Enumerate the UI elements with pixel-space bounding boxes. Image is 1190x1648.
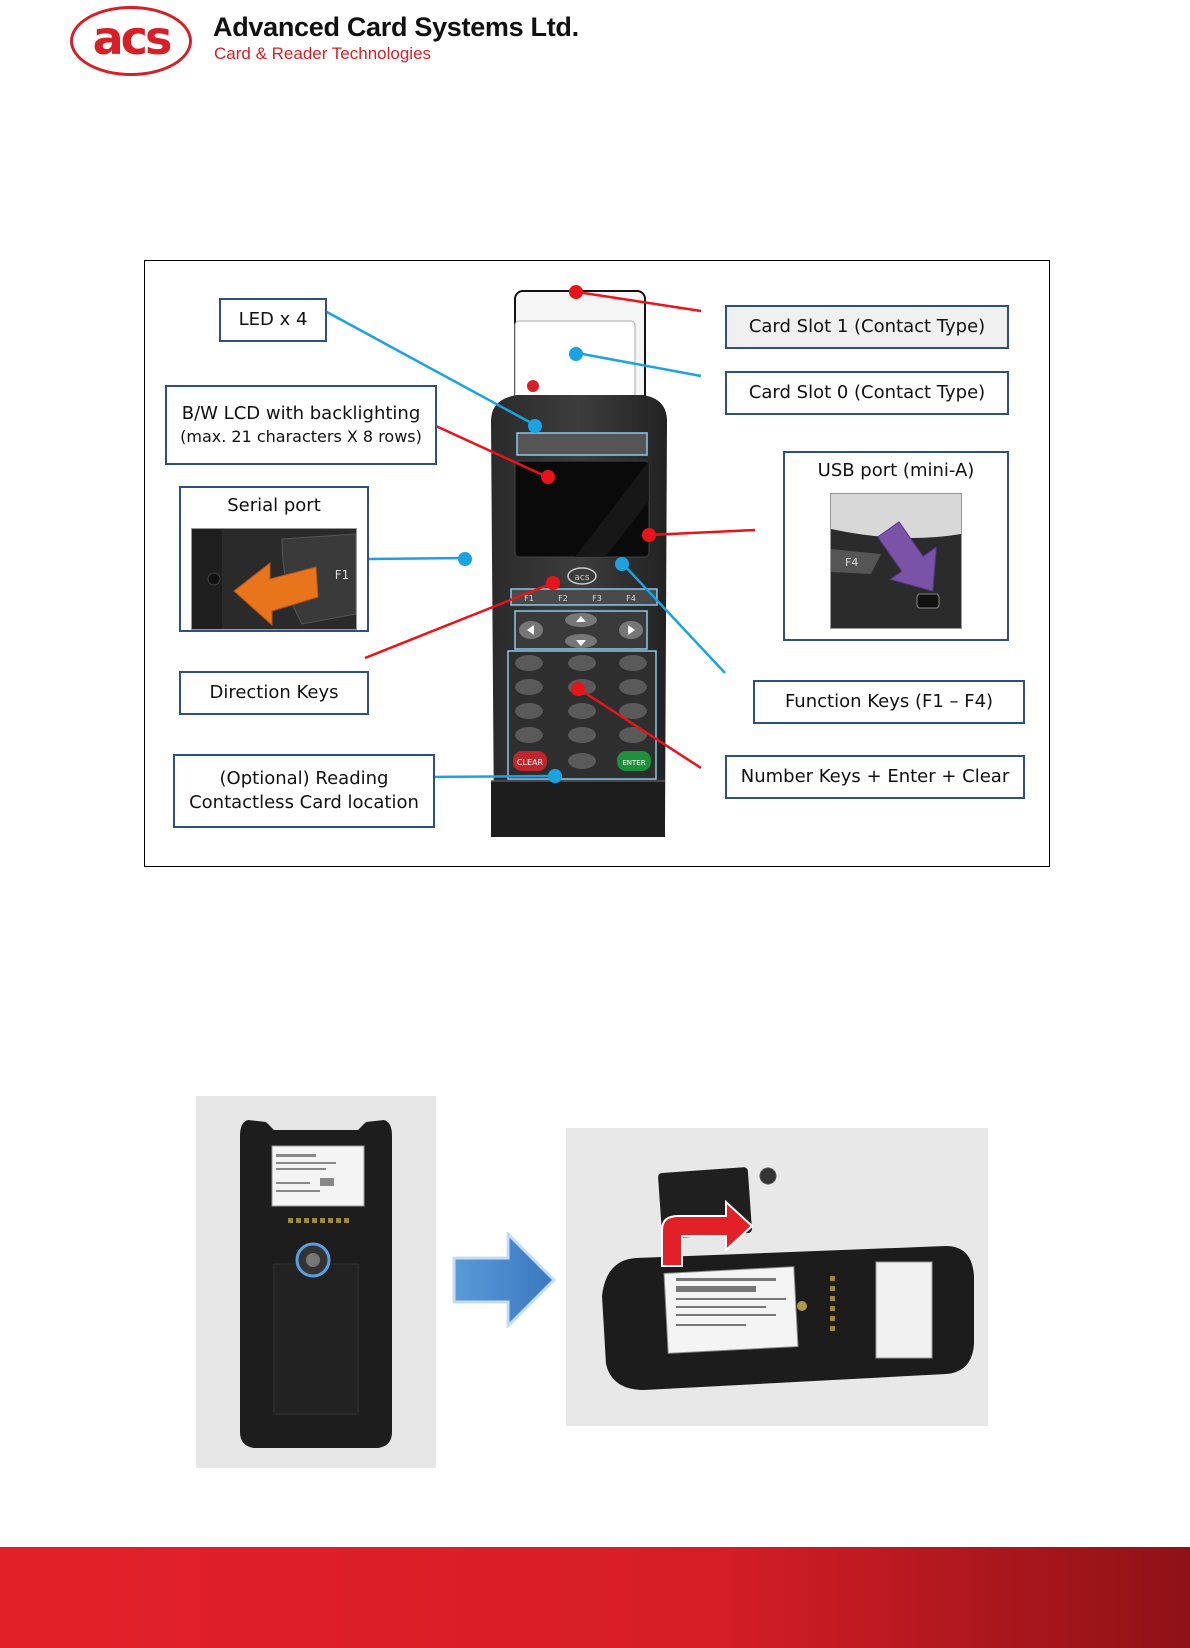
battery-removal-photo bbox=[566, 1128, 988, 1426]
callout-card-slot-0-label: Card Slot 0 (Contact Type) bbox=[748, 381, 986, 403]
callout-usb-port-label: USB port (mini-A) bbox=[817, 460, 975, 481]
device-illustration: acs F1 F2 F3 F4 CLEAR ENTER bbox=[324, 285, 756, 837]
leader-card-slot-0 bbox=[576, 351, 702, 378]
purple-arrow-icon bbox=[877, 521, 937, 593]
callout-contactless-line2: Contactless Card location bbox=[189, 792, 419, 813]
function-key-row bbox=[510, 588, 658, 606]
svg-text:F1: F1 bbox=[335, 568, 350, 582]
leader-function-keys bbox=[622, 563, 726, 674]
svg-text:F2: F2 bbox=[558, 594, 568, 603]
company-tagline: Card & Reader Technologies bbox=[214, 44, 432, 63]
red-arrow-icon bbox=[661, 1199, 754, 1267]
callout-lcd-line1: B/W LCD with backlighting bbox=[181, 403, 421, 425]
callout-function-keys: Function Keys (F1 – F4) bbox=[753, 680, 1025, 724]
callout-lcd: B/W LCD with backlighting (max. 21 chara… bbox=[165, 385, 437, 465]
callout-number-keys-label: Number Keys + Enter + Clear bbox=[740, 765, 1010, 787]
card-logo-icon bbox=[527, 380, 539, 392]
svg-text:F3: F3 bbox=[592, 594, 602, 603]
leader-card-slot-1 bbox=[576, 290, 702, 313]
leader-direction bbox=[364, 581, 554, 660]
leader-usb bbox=[648, 528, 756, 537]
svg-text:F4: F4 bbox=[626, 594, 636, 603]
right-arrow-icon bbox=[452, 1232, 556, 1328]
callout-card-slot-0: Card Slot 0 (Contact Type) bbox=[725, 371, 1009, 415]
leader-contactless bbox=[424, 774, 556, 779]
serial-port-photo: F1 bbox=[191, 528, 357, 630]
callout-card-slot-1-label: Card Slot 1 (Contact Type) bbox=[748, 315, 986, 337]
callout-number-keys: Number Keys + Enter + Clear bbox=[725, 755, 1025, 799]
callout-led-label: LED x 4 bbox=[238, 308, 308, 330]
orange-arrow-icon bbox=[233, 562, 319, 627]
svg-text:F4: F4 bbox=[845, 556, 858, 569]
callout-direction-keys: Direction Keys bbox=[179, 671, 369, 715]
footer-bar bbox=[0, 1547, 1190, 1648]
logo-text: acs bbox=[92, 11, 173, 65]
callout-led: LED x 4 bbox=[219, 298, 327, 342]
device-logo bbox=[567, 567, 597, 585]
clear-key bbox=[513, 751, 547, 771]
svg-text:F1: F1 bbox=[524, 594, 534, 603]
callout-contactless-line1: (Optional) Reading bbox=[219, 767, 389, 789]
callout-function-keys-label: Function Keys (F1 – F4) bbox=[784, 690, 994, 712]
acs-logo: acs bbox=[70, 6, 192, 76]
enter-key bbox=[617, 751, 651, 771]
svg-text:ENTER: ENTER bbox=[622, 759, 645, 767]
usb-port-photo: F4 bbox=[830, 493, 962, 630]
battery-cover bbox=[273, 1263, 359, 1415]
callout-card-slot-1: Card Slot 1 (Contact Type) bbox=[725, 305, 1009, 349]
callout-contactless: (Optional) Reading Contactless Card loca… bbox=[173, 754, 435, 828]
callout-lcd-line2: (max. 21 characters X 8 rows) bbox=[180, 427, 422, 447]
leader-serial bbox=[364, 556, 466, 561]
device-sticker-side bbox=[875, 1261, 933, 1359]
leader-number-keys bbox=[578, 687, 702, 770]
callout-serial-port: Serial port F1 bbox=[179, 486, 369, 632]
callout-usb-port: USB port (mini-A) F4 bbox=[783, 451, 1009, 641]
callout-direction-keys-label: Direction Keys bbox=[209, 681, 339, 703]
device-back-photo bbox=[196, 1096, 436, 1468]
led-strip bbox=[516, 432, 648, 456]
leader-lcd bbox=[424, 419, 546, 478]
usb-socket bbox=[916, 593, 940, 609]
leader-led bbox=[324, 309, 536, 427]
device-diagram: acs F1 F2 F3 F4 CLEAR ENTER bbox=[144, 260, 1050, 867]
company-name: Advanced Card Systems Ltd. bbox=[213, 12, 579, 42]
contactless-area bbox=[491, 781, 665, 837]
callout-serial-port-label: Serial port bbox=[227, 495, 321, 516]
svg-text:CLEAR: CLEAR bbox=[517, 758, 544, 767]
svg-text:acs: acs bbox=[574, 573, 589, 583]
screw-icon bbox=[306, 1253, 320, 1267]
